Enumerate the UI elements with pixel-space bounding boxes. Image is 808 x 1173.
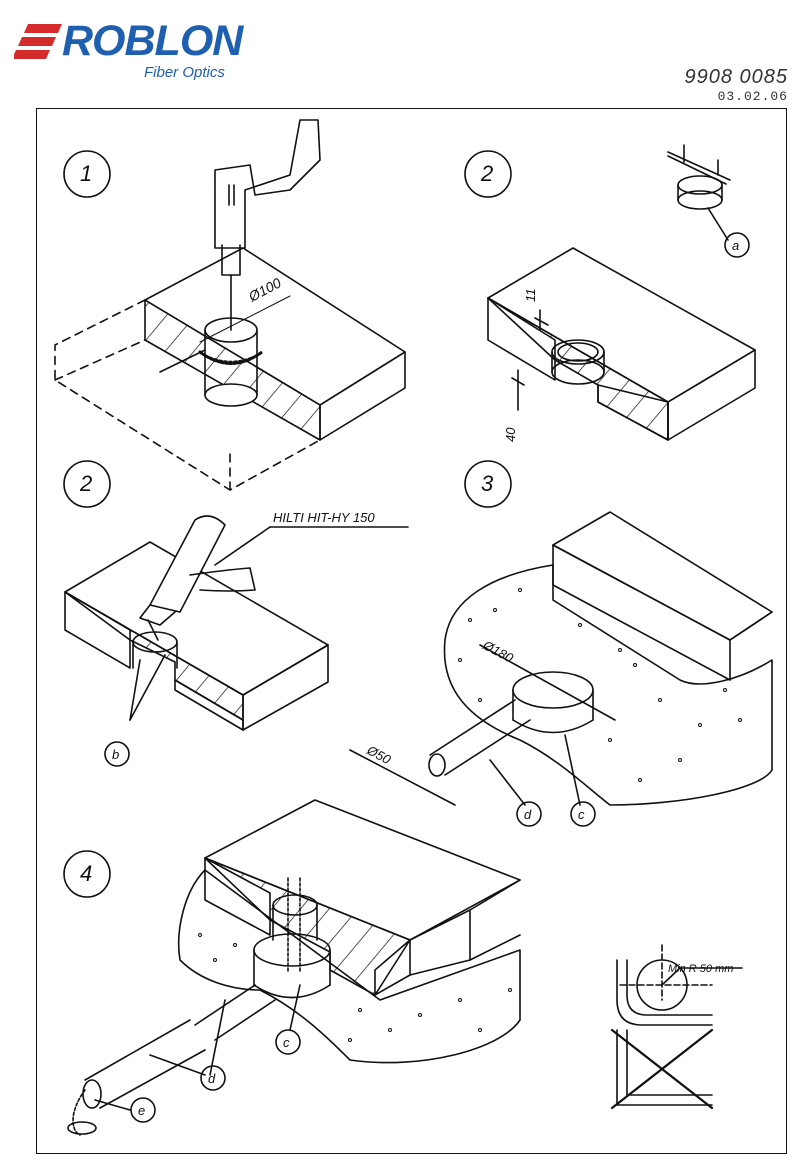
step-4-number: 4 xyxy=(80,861,92,886)
part-c-label: c xyxy=(578,807,585,822)
step-2-number: 2 xyxy=(480,161,493,186)
step-4-part-e: e xyxy=(138,1103,145,1118)
step-2-dim-40: 40 xyxy=(503,427,518,442)
document-number: 9908 0085 xyxy=(684,66,788,88)
step-3-dim-50: Ø50 xyxy=(364,742,394,768)
product-label: HILTI HIT-HY 150 xyxy=(273,510,375,525)
step-4-part-d: d xyxy=(208,1071,216,1086)
step-2-adhesive: 2 HILTI HIT-HY 150 b xyxy=(63,460,409,767)
step-3-ducts: 3 Ø180 Ø50 d c xyxy=(349,460,773,827)
document-date: 03.02.06 xyxy=(717,89,788,104)
step-1-diameter: Ø100 xyxy=(245,274,284,305)
brand-name: ROBLON xyxy=(62,17,243,65)
brand-tagline: Fiber Optics xyxy=(144,64,225,81)
part-d-label: d xyxy=(524,807,532,822)
step-2-dim-11: 11 xyxy=(523,289,538,303)
logo-mark-icon xyxy=(14,24,62,59)
step-4-install: 4 d c e xyxy=(63,799,521,1136)
step-4-part-c: c xyxy=(283,1035,290,1050)
step-2b-number-circle xyxy=(63,460,111,508)
step-1-number-circle xyxy=(63,150,111,198)
part-a-label: a xyxy=(732,238,739,253)
step-4-number-circle xyxy=(63,850,111,898)
step-3-number: 3 xyxy=(481,471,494,496)
part-b-label: b xyxy=(112,747,119,762)
step-2-insert-sleeve: 2 a 11 40 xyxy=(464,144,756,442)
step-1-number: 1 xyxy=(80,161,92,186)
roblon-logo: ROBLON Fiber Optics xyxy=(14,14,254,84)
step-2b-number: 2 xyxy=(79,471,92,496)
step-1-drill: Ø100 1 xyxy=(54,119,406,491)
bend-radius-detail: Min R 50 mm xyxy=(610,944,743,1110)
min-radius-note: Min R 50 mm xyxy=(668,963,733,975)
step-3-number-circle xyxy=(464,460,512,508)
step-2-number-circle xyxy=(464,150,512,198)
drawing-frame xyxy=(36,108,787,1154)
